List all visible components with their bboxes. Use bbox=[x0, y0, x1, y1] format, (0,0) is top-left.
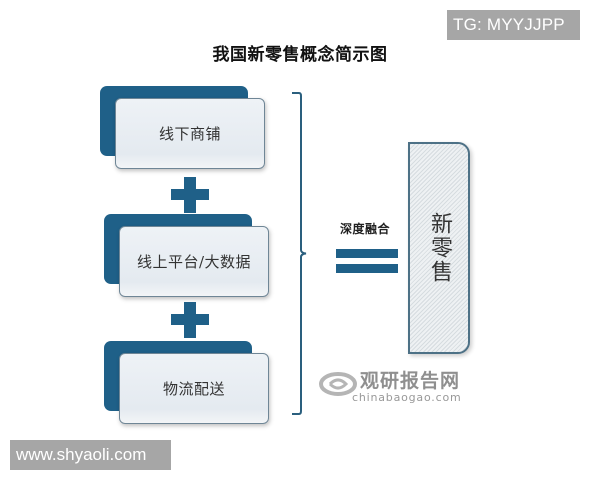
equals-icon bbox=[336, 249, 398, 275]
source-logo: 观研报告网 chinabaogao.com bbox=[318, 366, 488, 406]
component-card-online-platform: 线上平台/大数据 bbox=[104, 214, 274, 304]
chinabaogao-logo-icon bbox=[319, 372, 357, 396]
plus-icon bbox=[171, 177, 209, 213]
result-label: 新零售 bbox=[427, 212, 452, 284]
card-label: 物流配送 bbox=[162, 380, 225, 398]
plus-icon bbox=[171, 302, 209, 338]
card-face: 物流配送 bbox=[119, 353, 269, 424]
relation-label: 深度融合 bbox=[340, 222, 391, 236]
card-face: 线上平台/大数据 bbox=[119, 226, 269, 297]
result-box-new-retail: 新零售 bbox=[408, 142, 470, 354]
diagram-title: 我国新零售概念简示图 bbox=[212, 45, 388, 65]
source-url: chinabaogao.com bbox=[352, 391, 462, 404]
watermark-tg: TG: MYYJJPP bbox=[447, 10, 580, 40]
component-card-logistics: 物流配送 bbox=[104, 341, 274, 431]
source-name-cn: 观研报告网 bbox=[360, 370, 461, 392]
watermark-site: www.shyaoli.com bbox=[10, 440, 171, 470]
right-brace-icon bbox=[292, 92, 307, 415]
card-face: 线下商铺 bbox=[115, 98, 265, 169]
card-label: 线上平台/大数据 bbox=[136, 253, 252, 271]
component-card-offline-stores: 线下商铺 bbox=[100, 86, 270, 176]
card-label: 线下商铺 bbox=[158, 125, 221, 143]
